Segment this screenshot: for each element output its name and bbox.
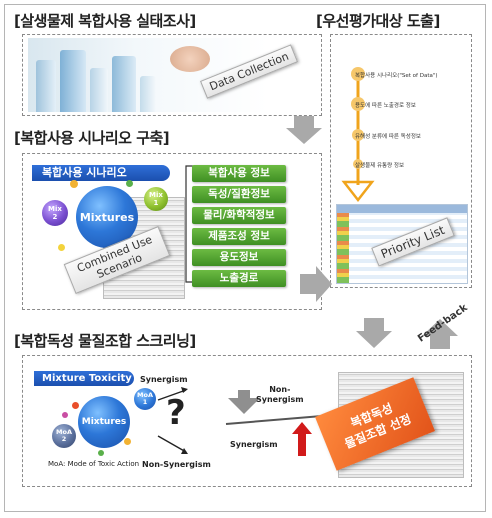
priority-flow-graphic bbox=[341, 67, 375, 203]
molecule-dot bbox=[62, 412, 68, 418]
non-synergism-line2: Synergism bbox=[256, 395, 304, 404]
screening-box bbox=[22, 355, 472, 487]
scenario-box bbox=[22, 153, 322, 310]
info-combined-use: 복합사용 정보 bbox=[192, 165, 286, 182]
info-bracket bbox=[185, 165, 193, 283]
priority-title: [우선평가대상 도출] bbox=[316, 12, 440, 30]
mix1-sphere: Mix 1 bbox=[144, 187, 168, 211]
moa2-sphere: MoA 2 bbox=[52, 424, 76, 448]
arrow-down-to-screening-icon bbox=[356, 318, 392, 348]
arrow-down-to-priority-icon bbox=[286, 116, 322, 144]
non-synergism-line1: Non- bbox=[269, 385, 291, 394]
priority-row-3: 유해성 분류에 따른 독성정보 bbox=[355, 134, 421, 140]
priority-row-4: 살생물제 유통량 정보 bbox=[355, 163, 405, 169]
molecule-dot bbox=[124, 438, 131, 445]
scenario-title: [복합사용 시나리오 구축] bbox=[14, 129, 170, 147]
synergism-right-label: Synergism bbox=[230, 440, 278, 449]
arrow-feedback-up-icon bbox=[422, 319, 458, 349]
scenario-pill: 복합사용 시나리오 bbox=[32, 165, 170, 181]
moa1-sphere: MoA 1 bbox=[134, 388, 156, 410]
figure-frame bbox=[4, 4, 486, 512]
mix2-sphere: Mix 2 bbox=[42, 200, 68, 226]
non-synergism-bottom-label: Non-Synergism bbox=[142, 460, 211, 469]
mixture-toxicity-pill: Mixture Toxicity bbox=[34, 371, 134, 386]
info-exposure-route: 노출경로 bbox=[192, 270, 286, 287]
molecule-dot bbox=[58, 244, 65, 251]
branch-arrows bbox=[157, 387, 188, 454]
molecule-dot bbox=[72, 402, 79, 409]
info-physchem: 물리/화학적정보 bbox=[192, 207, 286, 224]
priority-box bbox=[330, 34, 472, 288]
synergism-balance-graphic bbox=[225, 390, 323, 456]
priority-row-2: 용도에 따른 노출경로 정보 bbox=[355, 103, 416, 109]
survey-box bbox=[22, 34, 322, 116]
screening-mixtures-sphere: Mixtures bbox=[78, 396, 130, 448]
molecule-dot bbox=[126, 180, 133, 187]
question-mark: ? bbox=[166, 393, 186, 433]
survey-title: [살생물제 복합사용 실태조사] bbox=[14, 12, 196, 30]
molecule-dot bbox=[98, 450, 104, 456]
non-synergism-right-label: Non- Synergism bbox=[256, 385, 304, 405]
arrow-right-to-priority-icon bbox=[300, 266, 332, 302]
info-product-composition: 제품조성 정보 bbox=[192, 228, 286, 245]
molecule-dot bbox=[70, 180, 78, 188]
info-use: 용도정보 bbox=[192, 249, 286, 266]
info-toxicity-disease: 독성/질환정보 bbox=[192, 186, 286, 203]
screening-title: [복합독성 물질조합 스크리닝] bbox=[14, 332, 196, 350]
synergism-top-label: Synergism bbox=[140, 375, 188, 384]
priority-row-1: 복합사용 시나리오("Set of Data") bbox=[355, 73, 438, 79]
moa-definition: MoA: Mode of Toxic Action bbox=[48, 460, 140, 468]
